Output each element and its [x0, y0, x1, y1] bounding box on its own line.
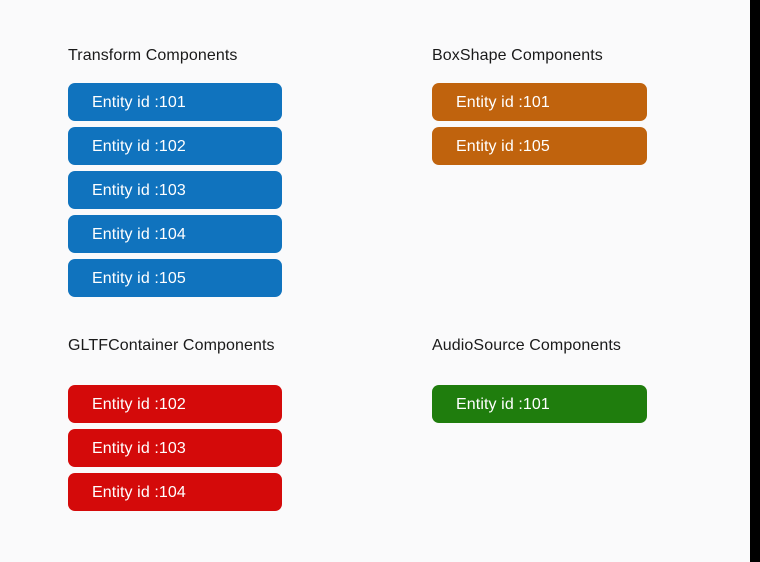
section-title-gltfcontainer: GLTFContainer Components [68, 337, 275, 354]
entity-chip[interactable]: Entity id :103 [68, 171, 282, 209]
section-audiosource-components: AudioSource Components Entity id :101 [432, 336, 647, 423]
section-title-boxshape: BoxShape Components [432, 47, 603, 64]
entity-chip[interactable]: Entity id :101 [68, 83, 282, 121]
entity-chip[interactable]: Entity id :103 [68, 429, 282, 467]
section-title-transform: Transform Components [68, 47, 238, 64]
entity-chip[interactable]: Entity id :102 [68, 385, 282, 423]
section-transform-components: Transform Components Entity id :101 Enti… [68, 46, 282, 297]
entity-list-gltfcontainer: Entity id :102 Entity id :103 Entity id … [68, 385, 282, 511]
entity-list-transform: Entity id :101 Entity id :102 Entity id … [68, 83, 282, 297]
section-title-audiosource: AudioSource Components [432, 337, 621, 354]
entity-chip[interactable]: Entity id :104 [68, 215, 282, 253]
entity-list-audiosource: Entity id :101 [432, 385, 647, 423]
section-boxshape-components: BoxShape Components Entity id :101 Entit… [432, 46, 647, 165]
entity-chip[interactable]: Entity id :101 [432, 83, 647, 121]
entity-chip[interactable]: Entity id :104 [68, 473, 282, 511]
entity-chip[interactable]: Entity id :105 [432, 127, 647, 165]
entity-chip[interactable]: Entity id :102 [68, 127, 282, 165]
section-gltfcontainer-components: GLTFContainer Components Entity id :102 … [68, 336, 282, 511]
entity-chip[interactable]: Entity id :101 [432, 385, 647, 423]
right-edge-band [750, 0, 760, 562]
entity-chip[interactable]: Entity id :105 [68, 259, 282, 297]
entity-list-boxshape: Entity id :101 Entity id :105 [432, 83, 647, 165]
